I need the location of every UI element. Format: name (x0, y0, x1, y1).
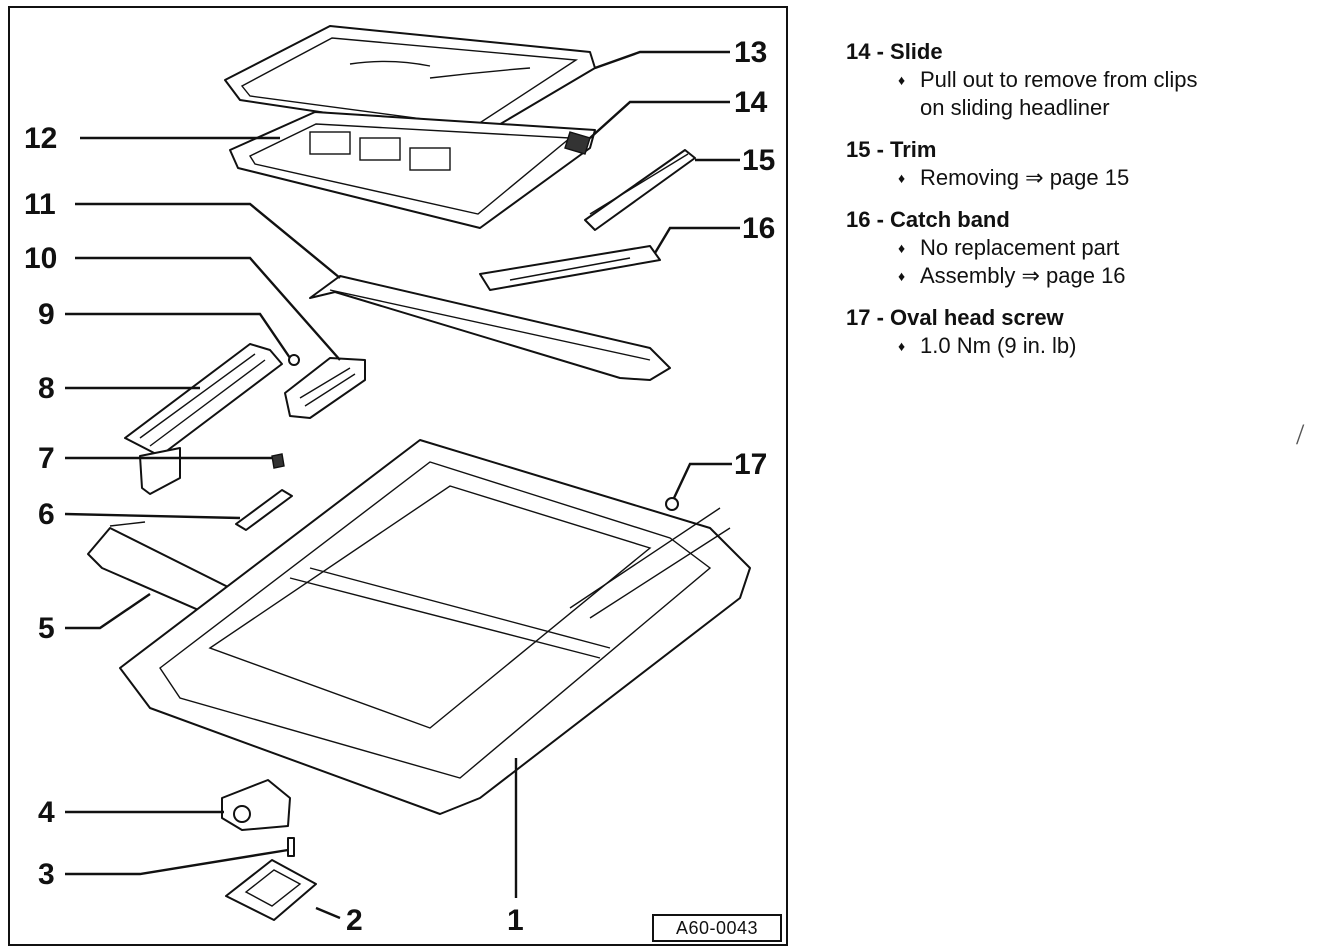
callout-14: 14 (734, 86, 768, 119)
callout-5: 5 (38, 612, 55, 645)
callout-7: 7 (38, 442, 55, 475)
diamond-bullet-icon: ♦ (898, 268, 906, 284)
part-12-frame-assembly (229, 111, 596, 229)
part-1-main-frame (119, 439, 751, 815)
parts-legend: 14 - Slide ♦ Pull out to remove from clips… (846, 38, 1316, 374)
leader-9 (65, 312, 291, 359)
part-8-slide-left (124, 343, 300, 457)
part-15-trim (584, 149, 696, 231)
leader-10 (75, 256, 341, 361)
part-17-screw (665, 497, 679, 511)
legend-bullet: ♦ Pull out to remove from clips on sliding… (846, 66, 1316, 122)
part-11-cable-guide (309, 275, 671, 381)
callout-4: 4 (38, 796, 55, 829)
legend-bullet: ♦ Assembly ⇒ page 16 (846, 262, 1316, 290)
legend-title: 14 - Slide (846, 39, 943, 64)
legend-title: 17 - Oval head screw (846, 305, 1064, 330)
part-6-guide-piece (235, 489, 293, 531)
diamond-bullet-icon: ♦ (898, 338, 906, 354)
legend-bullet-text: Removing ⇒ page 15 (920, 165, 1130, 190)
callout-11: 11 (24, 188, 56, 221)
exploded-diagram-panel: 13 14 15 16 17 12 11 10 9 8 7 6 5 4 3 2 … (8, 6, 788, 946)
leader-11 (75, 202, 341, 279)
callout-12: 12 (24, 122, 57, 155)
leader-6 (64, 512, 241, 520)
legend-item-14: 14 - Slide ♦ Pull out to remove from clips… (846, 38, 1316, 122)
legend-bullet-text: No replacement part (920, 235, 1120, 260)
callout-1: 1 (507, 904, 524, 937)
leader-16 (653, 226, 740, 254)
part-2-cover (225, 859, 317, 921)
part-7-bracket (139, 447, 285, 495)
callout-labels: 13 14 15 16 17 12 11 10 9 8 7 6 5 4 3 2 … (24, 36, 775, 937)
leader-lines (64, 50, 740, 920)
part-16-catch-band (479, 245, 661, 291)
callout-3: 3 (38, 858, 55, 891)
callout-13: 13 (734, 36, 767, 69)
callout-8: 8 (38, 372, 55, 405)
legend-bullet-text: Assembly ⇒ page 16 (920, 263, 1126, 288)
part-4-motor (221, 779, 291, 831)
leader-13 (594, 50, 730, 70)
legend-bullet: ♦ No replacement part (846, 234, 1316, 262)
callout-17: 17 (734, 448, 767, 481)
legend-item-16: 16 - Catch band ♦ No replacement part ♦ Asse… (846, 206, 1316, 290)
callout-15: 15 (742, 144, 775, 177)
leader-17 (672, 462, 732, 499)
diamond-bullet-icon: ♦ (898, 240, 906, 256)
legend-bullet-text: Pull out to remove from clips (920, 67, 1198, 92)
diamond-bullet-icon: ♦ (898, 170, 906, 186)
leader-14 (589, 100, 730, 139)
leader-5 (65, 593, 151, 630)
legend-bullet-text: 1.0 Nm (9 in. lb) (920, 333, 1077, 358)
callout-9: 9 (38, 298, 55, 331)
part-3-screw (287, 837, 295, 857)
part-10-mechanism (284, 357, 366, 419)
sunroof-exploded-diagram: 13 14 15 16 17 12 11 10 9 8 7 6 5 4 3 2 … (24, 25, 775, 937)
legend-title: 16 - Catch band (846, 207, 1010, 232)
callout-16: 16 (742, 212, 775, 245)
legend-item-17: 17 - Oval head screw ♦ 1.0 Nm (9 in. lb) (846, 304, 1316, 360)
callout-2: 2 (346, 904, 363, 937)
reference-code-box: A60-0043 (652, 914, 782, 942)
legend-bullet: ♦ Removing ⇒ page 15 (846, 164, 1316, 192)
diamond-bullet-icon: ♦ (898, 72, 906, 88)
legend-item-15: 15 - Trim ♦ Removing ⇒ page 15 (846, 136, 1316, 192)
leader-2 (315, 906, 341, 920)
callout-6: 6 (38, 498, 55, 531)
legend-title: 15 - Trim (846, 137, 937, 162)
legend-bullet: ♦ 1.0 Nm (9 in. lb) (846, 332, 1316, 360)
legend-bullet-continuation: on sliding headliner (920, 95, 1110, 120)
callout-10: 10 (24, 242, 57, 275)
stray-mark: / (1296, 418, 1305, 451)
leader-3 (65, 848, 289, 876)
